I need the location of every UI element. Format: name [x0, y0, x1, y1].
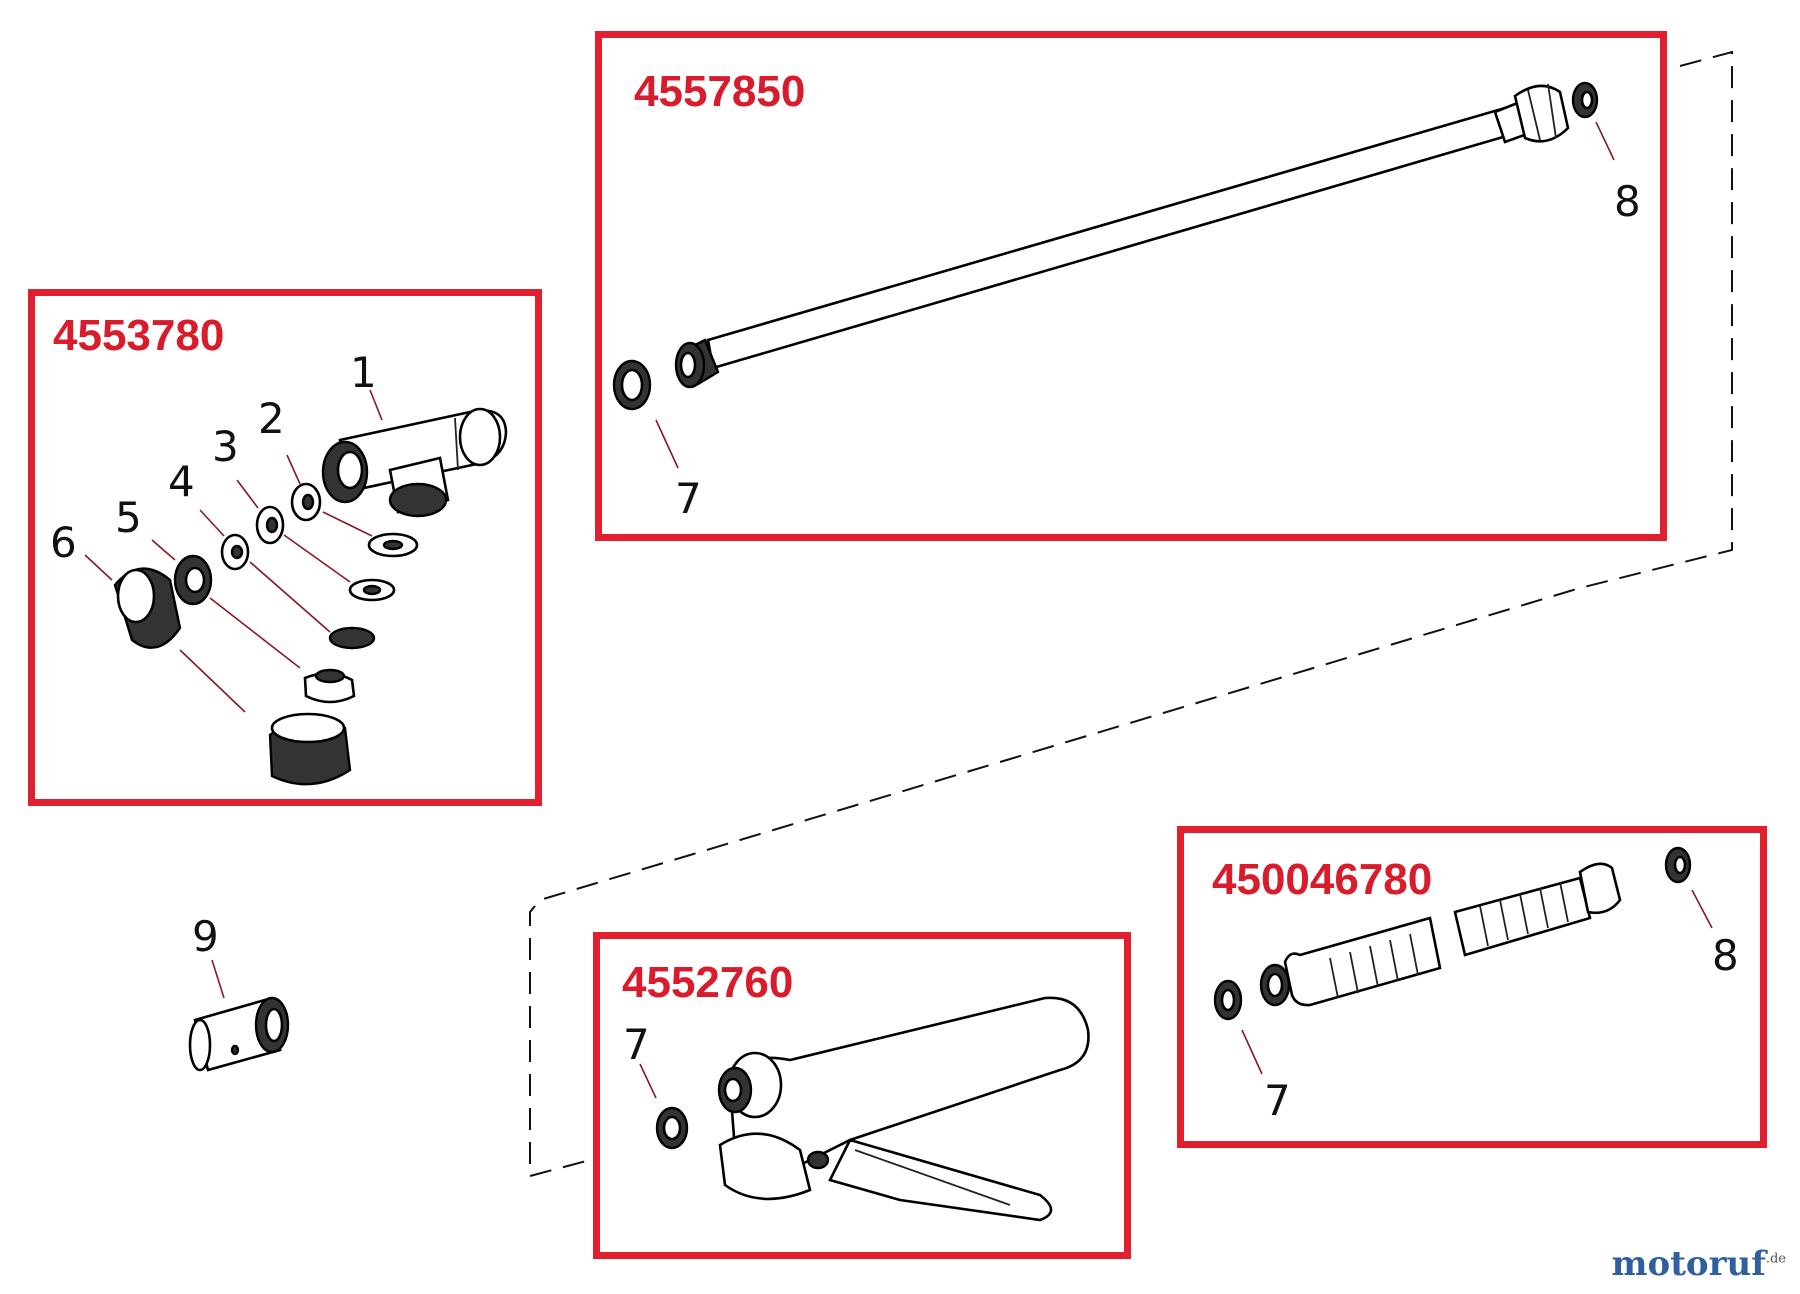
- callout-part-3: 3: [212, 422, 239, 471]
- callout-lance-ring-8: 8: [1614, 177, 1641, 226]
- group-box-nozzle: 4553780: [28, 289, 542, 806]
- adapter-sleeve-part-9: [188, 959, 290, 1072]
- watermark-brand: motoruf: [1611, 1244, 1766, 1284]
- callout-part-5: 5: [115, 493, 142, 542]
- assembly-connector-lines: [529, 50, 1733, 1178]
- group-code-extension: 450046780: [1212, 855, 1433, 904]
- group-code-nozzle: 4553780: [53, 311, 225, 360]
- group-code-gun: 4552760: [622, 958, 794, 1007]
- group-box-gun: 4552760: [593, 932, 1131, 1259]
- watermark-tld: .de: [1765, 1251, 1786, 1267]
- lance-tube-drawing: [612, 81, 1615, 469]
- nozzle-swirl-part-4: [220, 533, 376, 650]
- nozzle-disc-part-2: [290, 482, 419, 558]
- callout-lance-seal-7: 7: [675, 474, 702, 523]
- callout-extension-seal-7: 7: [1264, 1076, 1291, 1125]
- group-box-extension: 450046780: [1177, 826, 1767, 1148]
- callout-extension-ring-8: 8: [1712, 931, 1739, 980]
- callout-gun-seal-7: 7: [623, 1020, 650, 1069]
- callout-part-2: 2: [258, 394, 285, 443]
- callout-part-4: 4: [168, 457, 195, 506]
- nozzle-assembly-drawing: [84, 389, 508, 786]
- extension-tube-drawing: [1213, 846, 1713, 1075]
- group-code-lance: 4557850: [634, 67, 806, 116]
- motoruf-watermark: motoruf.de: [1612, 1244, 1786, 1284]
- nozzle-insert-part-5: [173, 554, 356, 704]
- nozzle-washer-part-3: [255, 505, 396, 602]
- callout-part-1: 1: [350, 348, 377, 397]
- callout-adapter-9: 9: [192, 912, 219, 961]
- nozzle-cap-nut-part-6: [113, 567, 352, 786]
- nozzle-body-part-1: [321, 407, 508, 518]
- callout-part-6: 6: [50, 518, 77, 567]
- group-box-lance: 4557850: [595, 31, 1667, 541]
- spray-gun-handle-drawing: [639, 996, 1090, 1222]
